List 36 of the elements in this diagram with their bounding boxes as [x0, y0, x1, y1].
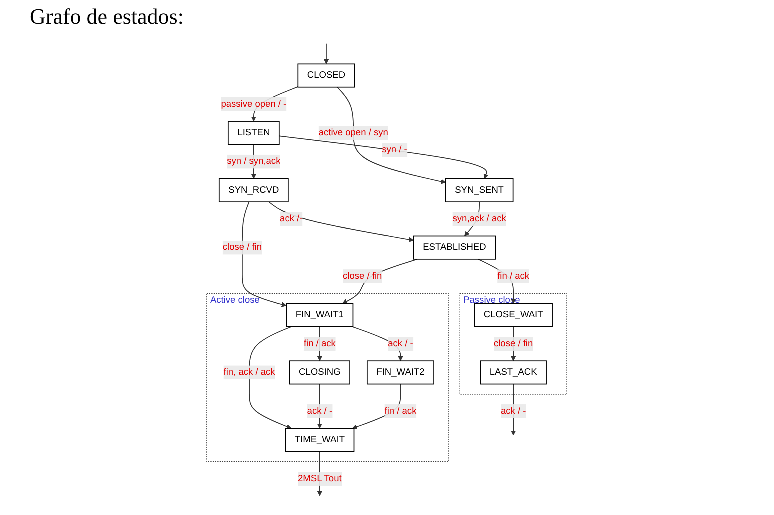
edge-label: close / fin [494, 338, 534, 349]
node-box: LAST_ACK [480, 360, 547, 385]
node-box: CLOSING [289, 360, 350, 385]
node-box: LISTEN [228, 121, 280, 146]
edge-label: syn / syn,ack [227, 156, 281, 166]
edge-label: 2MSL Tout [298, 474, 342, 484]
node-box: CLOSE_WAIT [474, 303, 553, 328]
edge-label: syn,ack / ack [452, 214, 506, 224]
edge-label: ack / - [500, 406, 526, 416]
edge-label: close / fin [222, 242, 262, 252]
edge-label: ack / - [307, 406, 333, 416]
edge-label: fin / ack [304, 338, 336, 349]
edge-label: fin / ack [498, 271, 530, 282]
node-box: SYN_SENT [445, 178, 514, 202]
arrow [342, 259, 418, 304]
edge-label: fin, ack / ack [224, 367, 276, 378]
arrow [324, 43, 330, 64]
edge-label: ack / - [388, 338, 414, 349]
node-box: CLOSED [298, 64, 356, 88]
node-box: FIN_WAIT2 [367, 360, 434, 385]
arrow [242, 202, 287, 308]
node-box: ESTABLISHED [413, 236, 496, 260]
arrow [337, 86, 446, 184]
diagram-title: Grafo de estados: [30, 4, 185, 30]
node-box: TIME_WAIT [285, 428, 355, 452]
node-box: SYN_RCVD [218, 178, 289, 202]
edge-label: close / fin [343, 271, 382, 282]
edge-label: passive open / - [221, 99, 287, 110]
edge-label: ack /- [280, 214, 303, 224]
edge-label: syn / - [382, 144, 408, 155]
arrow [278, 136, 489, 180]
edge-label: fin / ack [384, 406, 417, 416]
node-box: FIN_WAIT1 [286, 303, 354, 328]
arrow [268, 202, 414, 242]
arrow [249, 326, 292, 430]
edge-label: active open / syn [318, 128, 388, 138]
